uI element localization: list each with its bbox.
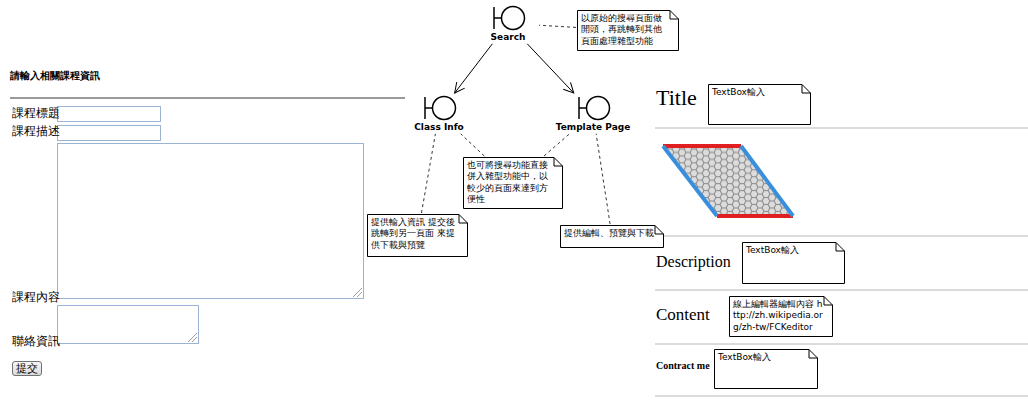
note-box: 提供輸入資訊 提交後 跳轉到另一頁面 來提供下載與預覽 [367,214,468,257]
text-area [58,144,364,299]
note-text: TextBox輸入 [712,87,801,98]
text-input [58,107,161,122]
submit-button: 提交 [12,361,42,376]
resize-grip [188,333,197,342]
image-edge [663,144,741,148]
section-rule [655,290,1028,291]
image-edge [741,146,793,216]
object-name: Class Info [409,122,469,133]
section-label: Contract me [656,360,710,372]
form-rule [10,97,405,99]
text-area [58,306,199,344]
section-rule [655,396,1028,397]
note-box: 也可將搜尋功能直接併入雜型功能中，以較少的頁面來達到方便性 [463,157,563,209]
note-link [544,134,570,156]
section-rule [655,344,1028,345]
field-label: 課程描述 [12,124,60,138]
note-link [421,134,435,213]
image-edge [663,146,717,216]
note-text: TextBox輸入 [718,352,808,363]
note-link [461,134,485,156]
hexagon-image [663,146,793,216]
note-link [596,134,610,224]
boundary-object: Search [478,4,538,43]
object-name: Template Page [555,122,631,133]
section-rule [655,236,1028,237]
note-text: 以原始的搜尋頁面做開頭，再跳轉到其他頁面處理雜型功能 [581,13,669,47]
button-label: 提交 [16,362,38,375]
note-box: TextBox輸入 [742,242,845,284]
boundary-object: Template Page [555,94,631,133]
note-box: 提供編輯、預覽與下載 [560,225,664,248]
note-box: TextBox輸入 [714,349,818,389]
note-text: TextBox輸入 [746,245,835,256]
navigation-arrow [527,44,573,93]
note-link [539,25,576,27]
note-box: TextBox輸入 [708,84,811,125]
text-input [58,126,161,141]
field-label: 課程標題 [12,106,60,120]
note-box: 線上編輯器編輯內容 http://zh.wikipedia.org/zh-tw/… [729,296,833,337]
section-label: Content [656,305,710,325]
image-edge [717,214,793,218]
section-label: Title [656,85,697,111]
note-text: 線上編輯器編輯內容 http://zh.wikipedia.org/zh-tw/… [733,299,823,333]
resize-grip [353,288,362,297]
boundary-icon [555,94,631,122]
field-label: 課程內容 [12,290,60,304]
note-text: 提供編輯、預覽與下載 [564,228,654,239]
form-heading: 請輸入相關課程資訊 [10,70,100,82]
boundary-icon [409,94,469,122]
section-rule [655,128,1028,129]
note-text: 提供輸入資訊 提交後 跳轉到另一頁面 來提供下載與預覽 [371,217,458,251]
note-text: 也可將搜尋功能直接併入雜型功能中，以較少的頁面來達到方便性 [467,160,553,205]
boundary-icon [478,4,538,32]
navigation-arrow [455,44,493,93]
section-label: Description [656,252,731,271]
note-box: 以原始的搜尋頁面做開頭，再跳轉到其他頁面處理雜型功能 [577,10,679,51]
field-label: 聯絡資訊 [12,334,60,348]
object-name: Search [478,32,538,43]
boundary-object: Class Info [409,94,469,133]
